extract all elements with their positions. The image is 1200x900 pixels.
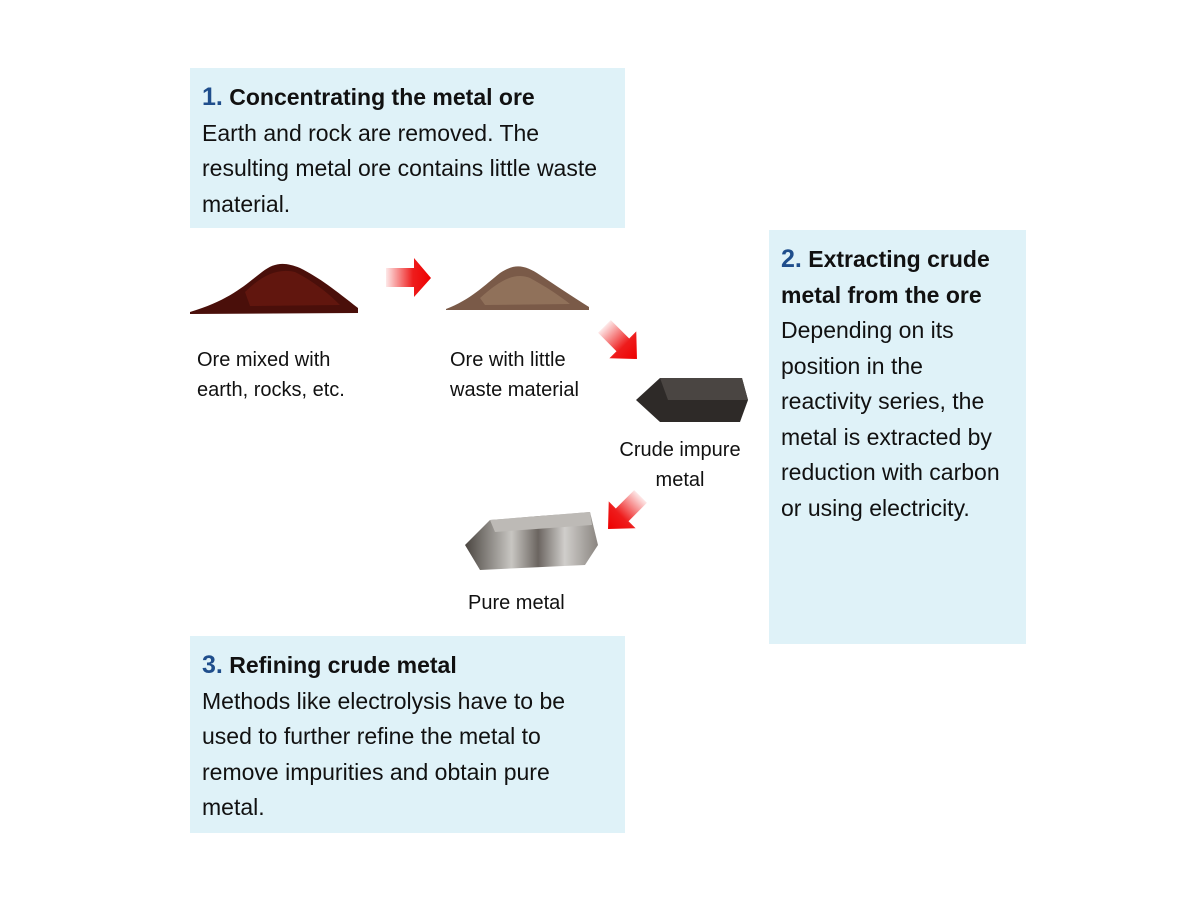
step-number: 2. <box>781 245 802 273</box>
ore-little-waste-pile-image <box>446 266 589 310</box>
label-line: Ore mixed with <box>197 349 331 371</box>
label-line: waste material <box>450 379 579 401</box>
arrow-down-left-icon <box>608 490 647 529</box>
step-text: Depending on its position in the reactiv… <box>781 317 1000 521</box>
step-number: 1. <box>202 83 223 111</box>
ore-mixed-label: Ore mixed with earth, rocks, etc. <box>197 345 345 405</box>
step-2-box: 2. Extracting crude metal from the ore D… <box>769 230 1026 644</box>
crude-metal-bar-image <box>636 378 748 422</box>
step-title: Extracting crude metal from the ore <box>781 246 990 308</box>
label-line: earth, rocks, etc. <box>197 379 345 401</box>
label-line: Crude impure <box>619 439 741 461</box>
pure-metal-label: Pure metal <box>468 592 565 614</box>
crude-metal-label: Crude impure metal <box>605 435 755 495</box>
ore-little-waste-label: Ore with little waste material <box>450 345 579 405</box>
arrow-down-right-icon <box>598 320 637 359</box>
label-line: metal <box>655 469 705 491</box>
step-text: Earth and rock are removed. The resultin… <box>202 119 598 217</box>
step-3-box: 3. Refining crude metal Methods like ele… <box>190 636 625 833</box>
pure-metal-bar-image <box>465 512 598 570</box>
ore-mixed-pile-image <box>190 263 358 314</box>
arrow-right-icon <box>386 258 431 297</box>
step-title: Concentrating the metal ore <box>229 84 535 110</box>
step-text: Methods like electrolysis have to be use… <box>202 687 566 821</box>
step-number: 3. <box>202 651 223 679</box>
label-line: Ore with little <box>450 349 566 371</box>
step-title: Refining crude metal <box>229 652 457 678</box>
step-1-box: 1. Concentrating the metal ore Earth and… <box>190 68 625 228</box>
